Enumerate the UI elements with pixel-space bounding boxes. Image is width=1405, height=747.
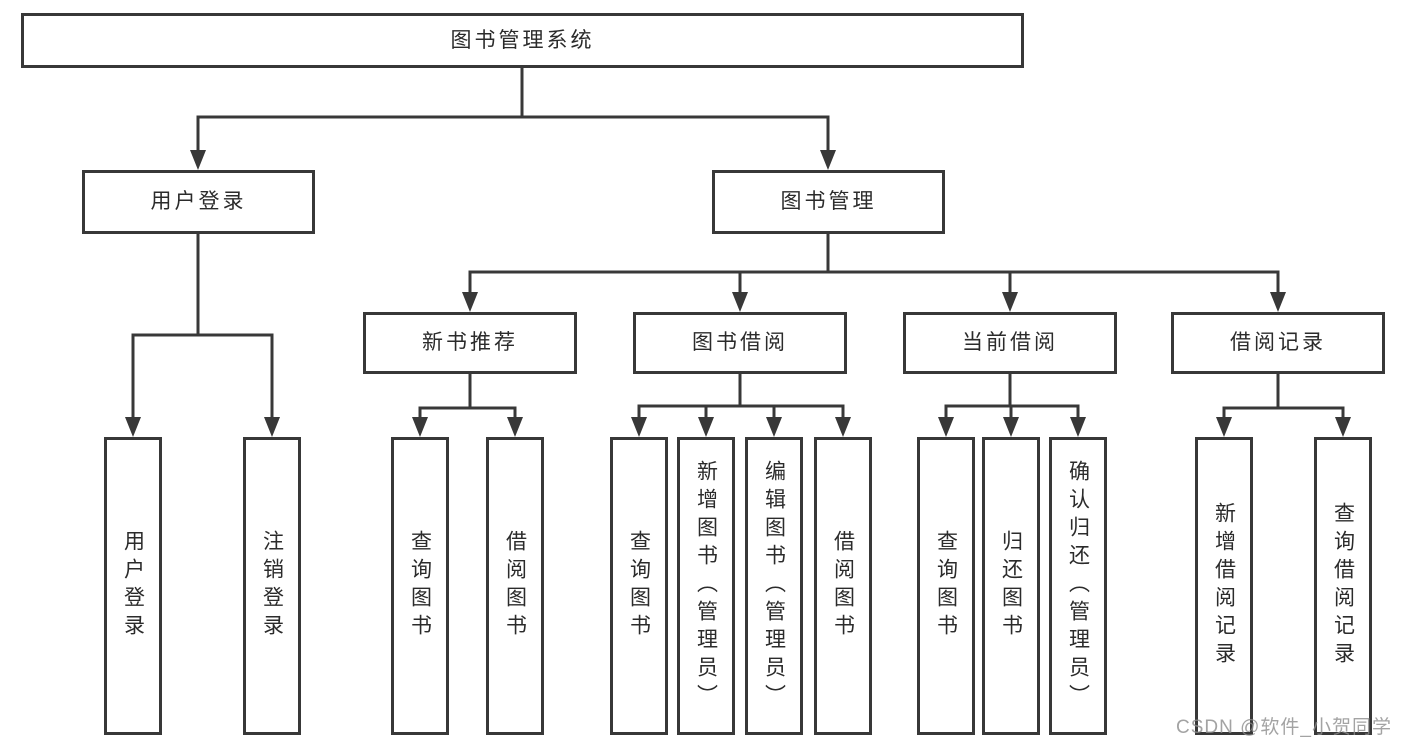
connector-borrowing-to-leaves xyxy=(631,374,851,437)
arrowhead-down xyxy=(766,417,782,437)
arrowhead-down xyxy=(125,417,141,437)
leaf-logout: 注销登录 xyxy=(243,437,301,735)
leaf-user-login: 用户登录 xyxy=(104,437,162,735)
arrowhead-down xyxy=(820,150,836,170)
node-new-book-recommend: 新书推荐 xyxy=(363,312,577,374)
node-label: 图书借阅 xyxy=(692,331,788,355)
arrowhead-down xyxy=(698,417,714,437)
arrowhead-down xyxy=(1216,417,1232,437)
arrowhead-down xyxy=(190,150,206,170)
connector-new-book-to-leaves xyxy=(412,374,523,437)
connector-root-to-level2 xyxy=(190,68,836,170)
leaf-borrow-books-2: 借阅图书 xyxy=(814,437,872,735)
arrowhead-down xyxy=(631,417,647,437)
arrowhead-down xyxy=(1003,417,1019,437)
arrowhead-down xyxy=(732,292,748,312)
node-current-borrowing: 当前借阅 xyxy=(903,312,1117,374)
connector-current-to-leaves xyxy=(938,374,1086,437)
node-label: 借阅记录 xyxy=(1230,331,1326,355)
arrowhead-down xyxy=(462,292,478,312)
node-label: 归还图书 xyxy=(999,530,1023,642)
node-label: 借阅图书 xyxy=(503,530,527,642)
leaf-query-books-2: 查询图书 xyxy=(610,437,668,735)
node-label: 编辑图书（管理员） xyxy=(762,460,786,712)
node-label: 注销登录 xyxy=(260,530,284,642)
leaf-query-books-3: 查询图书 xyxy=(917,437,975,735)
node-label: 查询借阅记录 xyxy=(1331,502,1355,670)
connector-records-to-leaves xyxy=(1216,374,1351,437)
node-label: 图书管理 xyxy=(780,190,877,214)
node-label: 新增图书（管理员） xyxy=(694,460,718,712)
arrowhead-down xyxy=(835,417,851,437)
node-label: 新增借阅记录 xyxy=(1212,502,1236,670)
arrowhead-down xyxy=(264,417,280,437)
node-book-management-branch: 图书管理 xyxy=(712,170,945,234)
connector-user-login-to-leaves xyxy=(125,234,280,437)
leaf-add-borrow-record: 新增借阅记录 xyxy=(1195,437,1253,735)
leaf-borrow-books-1: 借阅图书 xyxy=(486,437,544,735)
leaf-query-borrow-record: 查询借阅记录 xyxy=(1314,437,1372,735)
csdn-watermark: CSDN @软件_小贺同学 xyxy=(1176,717,1392,738)
arrowhead-down xyxy=(412,417,428,437)
arrowhead-down xyxy=(507,417,523,437)
arrowhead-down xyxy=(1335,417,1351,437)
leaf-edit-books-admin: 编辑图书（管理员） xyxy=(745,437,803,735)
node-label: 新书推荐 xyxy=(422,331,518,355)
connector-book-mgmt-to-level3 xyxy=(462,234,1286,312)
arrowhead-down xyxy=(1070,417,1086,437)
node-label: 图书管理系统 xyxy=(450,28,595,52)
node-label: 用户登录 xyxy=(150,190,247,214)
node-label: 查询图书 xyxy=(934,530,958,642)
leaf-return-books: 归还图书 xyxy=(982,437,1040,735)
node-label: 确认归还（管理员） xyxy=(1066,460,1090,712)
node-label: 当前借阅 xyxy=(962,331,1058,355)
leaf-query-books-1: 查询图书 xyxy=(391,437,449,735)
node-root-system: 图书管理系统 xyxy=(21,13,1024,68)
node-book-borrowing: 图书借阅 xyxy=(633,312,847,374)
node-label: 查询图书 xyxy=(627,530,651,642)
node-user-login-branch: 用户登录 xyxy=(82,170,315,234)
arrowhead-down xyxy=(1270,292,1286,312)
node-label: 借阅图书 xyxy=(831,530,855,642)
leaf-add-books-admin: 新增图书（管理员） xyxy=(677,437,735,735)
arrowhead-down xyxy=(1002,292,1018,312)
node-borrowing-records: 借阅记录 xyxy=(1171,312,1385,374)
node-label: 查询图书 xyxy=(408,530,432,642)
leaf-confirm-return-admin: 确认归还（管理员） xyxy=(1049,437,1107,735)
arrowhead-down xyxy=(938,417,954,437)
node-label: 用户登录 xyxy=(121,530,145,642)
